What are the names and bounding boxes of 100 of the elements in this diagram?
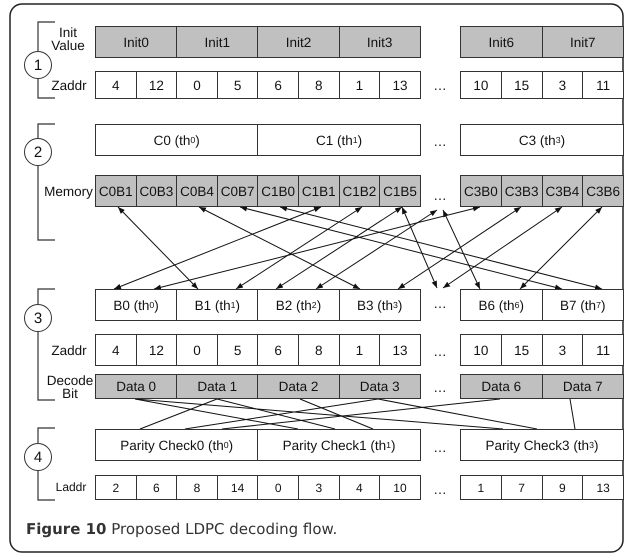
memory-cell: C0B4 bbox=[176, 175, 218, 207]
address-cell: 10 bbox=[460, 71, 502, 99]
address-cell: 4 bbox=[95, 71, 137, 99]
init-value-cell: Init0 bbox=[95, 26, 178, 58]
address-cell: 10 bbox=[460, 334, 502, 366]
connector-line bbox=[300, 398, 374, 430]
arrow bbox=[316, 210, 438, 290]
decode-bit-cell: Data 6 bbox=[460, 374, 542, 399]
address-cell: 13 bbox=[582, 475, 624, 500]
address-cell: 7 bbox=[500, 475, 542, 500]
ellipsis: … bbox=[432, 132, 448, 150]
memory-cell: C3B4 bbox=[542, 175, 584, 207]
arrow bbox=[520, 206, 602, 290]
arrow bbox=[276, 206, 402, 290]
step-number-circle: 4 bbox=[24, 443, 52, 471]
arrow bbox=[402, 206, 438, 288]
address-cell: 5 bbox=[216, 71, 258, 99]
memory-cell: C3B3 bbox=[500, 175, 542, 207]
memory-cell: C3B0 bbox=[460, 175, 502, 207]
address-cell: 0 bbox=[257, 475, 299, 500]
connector-line bbox=[222, 398, 500, 430]
address-cell: 1 bbox=[460, 475, 502, 500]
address-cell: 13 bbox=[379, 71, 421, 99]
address-cell: 10 bbox=[379, 475, 421, 500]
ellipsis: … bbox=[425, 288, 455, 318]
step-number-circle: 1 bbox=[24, 51, 52, 79]
arrow bbox=[236, 206, 362, 290]
connector-line bbox=[378, 398, 538, 430]
address-cell: 1 bbox=[338, 334, 380, 366]
arrow bbox=[280, 206, 602, 290]
memory-cell: C0B3 bbox=[136, 175, 178, 207]
ellipsis: … bbox=[432, 342, 448, 360]
step-number-circle: 3 bbox=[24, 304, 52, 332]
connector-line bbox=[134, 398, 504, 430]
address-cell: 0 bbox=[176, 71, 218, 99]
memory-cell: C1B2 bbox=[338, 175, 380, 207]
init-value-cell: Init1 bbox=[176, 26, 258, 58]
row-label: Zaddr bbox=[50, 342, 88, 360]
memory-cell: C0B7 bbox=[216, 175, 258, 207]
address-cell: 15 bbox=[500, 334, 542, 366]
ellipsis: … bbox=[425, 180, 455, 210]
arrow bbox=[118, 206, 198, 290]
memory-cell: C0B1 bbox=[95, 175, 137, 207]
row-label: Laddr bbox=[54, 479, 88, 496]
memory-cell: C1B1 bbox=[298, 175, 340, 207]
init-value-cell: Init6 bbox=[460, 26, 542, 58]
address-cell: 5 bbox=[216, 334, 258, 366]
memory-cell: C3B6 bbox=[582, 175, 624, 207]
row-label: Memory bbox=[43, 182, 94, 201]
row-label: Init Value bbox=[50, 24, 86, 55]
address-cell: 11 bbox=[582, 334, 624, 366]
row-label: Zaddr bbox=[50, 76, 88, 94]
connector-line bbox=[134, 398, 298, 430]
address-cell: 12 bbox=[136, 334, 178, 366]
arrow bbox=[198, 206, 360, 290]
address-cell: 4 bbox=[338, 475, 380, 500]
ellipsis: … bbox=[432, 480, 448, 498]
address-cell: 9 bbox=[542, 475, 584, 500]
ellipsis: … bbox=[432, 76, 448, 94]
connector-line bbox=[570, 398, 576, 430]
arrow bbox=[442, 206, 562, 288]
decode-bit-cell: Data 2 bbox=[257, 374, 340, 399]
address-cell: 15 bbox=[500, 71, 542, 99]
address-cell: 8 bbox=[298, 71, 340, 99]
memory-cell: C1B0 bbox=[257, 175, 299, 207]
address-cell: 3 bbox=[298, 475, 340, 500]
connector-line bbox=[140, 398, 218, 430]
address-cell: 12 bbox=[136, 71, 178, 99]
address-cell: 1 bbox=[338, 71, 380, 99]
address-cell: 3 bbox=[542, 71, 584, 99]
address-cell: 2 bbox=[95, 475, 137, 500]
address-cell: 4 bbox=[95, 334, 137, 366]
memory-cell: C1B5 bbox=[379, 175, 421, 207]
init-value-cell: Init2 bbox=[257, 26, 340, 58]
address-cell: 6 bbox=[136, 475, 178, 500]
init-value-cell: Init7 bbox=[542, 26, 624, 58]
address-cell: 8 bbox=[298, 334, 340, 366]
init-value-cell: Init3 bbox=[338, 26, 421, 58]
address-cell: 6 bbox=[257, 334, 299, 366]
arrow bbox=[442, 210, 480, 290]
connector-line bbox=[184, 398, 378, 430]
address-cell: 8 bbox=[176, 475, 218, 500]
address-cell: 6 bbox=[257, 71, 299, 99]
address-cell: 0 bbox=[176, 334, 218, 366]
row-label: Decode Bit bbox=[46, 372, 94, 402]
address-cell: 14 bbox=[216, 475, 258, 500]
decode-bit-cell: Data 3 bbox=[338, 374, 421, 399]
figure-caption: Figure 10 Proposed LDPC decoding flow. bbox=[26, 520, 338, 538]
connector-line bbox=[216, 398, 336, 430]
step-number-circle: 2 bbox=[24, 138, 52, 166]
arrow bbox=[398, 206, 522, 290]
address-cell: 11 bbox=[582, 71, 624, 99]
arrow bbox=[240, 206, 562, 290]
ellipsis: … bbox=[432, 438, 448, 456]
decode-bit-cell: Data 7 bbox=[542, 374, 624, 399]
decode-bit-cell: Data 1 bbox=[176, 374, 258, 399]
arrow bbox=[154, 206, 480, 290]
address-cell: 3 bbox=[542, 334, 584, 366]
ellipsis: … bbox=[432, 378, 448, 396]
arrow bbox=[114, 206, 322, 290]
